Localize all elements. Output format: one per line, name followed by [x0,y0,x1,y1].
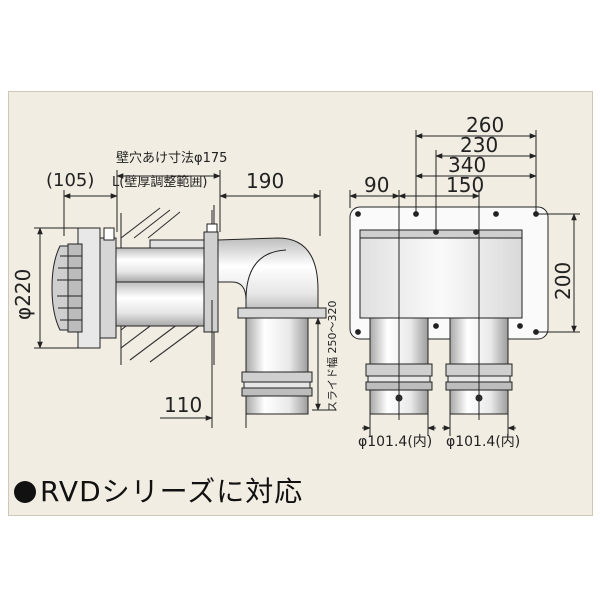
dim-200-label: 200 [551,262,575,300]
dim-190-label: 190 [246,169,284,193]
dim-230-label: 230 [460,133,498,157]
front-view: 260 230 340 90 150 200 φ101.4(内) φ101.4(… [349,113,580,450]
wall-hole-label: 壁穴あけ寸法φ175 [116,151,227,166]
front-dimension-lines [349,130,580,436]
side-dimension-lines [34,170,336,428]
dim-260-label: 260 [466,113,504,137]
pipe-left-diameter-label: φ101.4(内) [358,434,432,450]
dim-90-label: 90 [364,173,389,197]
dim-150-label: 150 [446,173,484,197]
dim-105-label: (105) [46,170,94,191]
terminal-cap [51,227,117,349]
slide-range-label: スライド幅 250〜320 [326,301,339,413]
bullet-icon [14,481,36,503]
dim-110-label: 110 [164,393,202,417]
side-view: 壁穴あけ寸法φ175 (105) L(壁厚調整範囲) 190 φ220 110 … [11,151,339,428]
elbow-pipe [217,237,327,415]
dim-340-label: 340 [448,153,486,177]
dim-phi220-label: φ220 [11,269,35,320]
pipe-right-diameter-label: φ101.4(内) [446,434,520,450]
series-caption: RVDシリーズに対応 [14,470,303,510]
caption-text: RVDシリーズに対応 [40,475,304,508]
wall-range-label: L(壁厚調整範囲) [112,175,207,190]
